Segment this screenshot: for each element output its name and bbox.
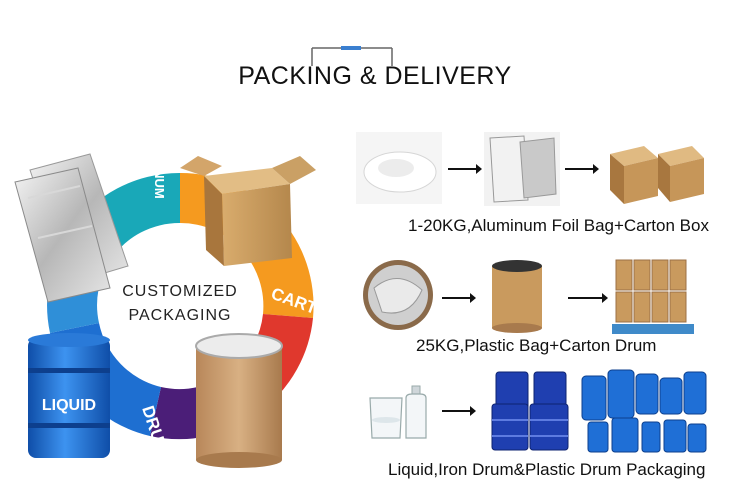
header-bracket-decoration xyxy=(311,46,393,66)
stacked-drums-pallet-image xyxy=(612,259,694,334)
foil-bags-small-image xyxy=(484,132,560,206)
center-label-line2: PACKAGING xyxy=(129,307,232,324)
foil-bags-image xyxy=(14,153,129,303)
blue-liquid-drum-image xyxy=(28,333,110,458)
arrow-icon xyxy=(442,293,476,303)
arrow-icon xyxy=(565,164,599,174)
plastic-bag-in-drum-image xyxy=(363,260,433,330)
page-title: PACKING & DELIVERY xyxy=(238,62,512,90)
iron-drums-image xyxy=(491,371,569,451)
segment-label-liquid: LIQUID xyxy=(42,397,96,414)
packaging-wheel: CUSTOMIZED PACKAGING ALUMINUM FOIL CARTO… xyxy=(14,128,343,468)
open-carton-boxes-image xyxy=(610,146,704,204)
row1-caption: 1-20KG,Aluminum Foil Bag+Carton Box xyxy=(408,216,709,235)
carton-drum-image xyxy=(492,260,542,333)
powder-image xyxy=(356,132,442,204)
segment-label-foil: FOIL xyxy=(137,148,152,178)
fiber-drum-image xyxy=(195,333,283,468)
row2-caption: 25KG,Plastic Bag+Carton Drum xyxy=(416,336,657,355)
arrow-icon xyxy=(442,406,476,416)
arrow-icon xyxy=(448,164,482,174)
liquid-bottles-image xyxy=(369,385,427,439)
arrow-icon xyxy=(568,293,608,303)
segment-label-aluminum: ALUMINUM xyxy=(152,128,167,199)
center-label-line1: CUSTOMIZED xyxy=(122,283,237,300)
carton-box-image xyxy=(180,156,316,266)
row3-caption: Liquid,Iron Drum&Plastic Drum Packaging xyxy=(388,460,706,479)
plastic-drums-image xyxy=(581,369,707,453)
